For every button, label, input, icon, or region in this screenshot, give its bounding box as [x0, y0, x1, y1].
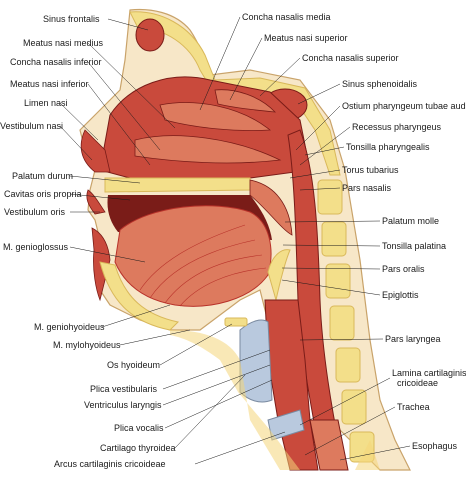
label-recessus-pharyngeus: Recessus pharyngeus [352, 122, 442, 132]
neck-soft-tissue [170, 330, 380, 470]
label-os-hyoideum: Os hyoideum [107, 360, 161, 370]
label-m-genioglossus: M. genioglossus [3, 242, 69, 252]
label-lamina-cartilaginis-line2: cricoideae [397, 378, 439, 388]
label-tonsilla-pharyngealis: Tonsilla pharyngealis [346, 142, 430, 152]
label-ventriculus-laryngis: Ventriculus laryngis [84, 400, 162, 410]
label-vestibulum-nasi: Vestibulum nasi [0, 121, 64, 131]
leader-lines [59, 16, 411, 465]
label-concha-nasalis-media: Concha nasalis media [242, 12, 331, 22]
label-meatus-nasi-superior: Meatus nasi superior [264, 33, 348, 43]
label-torus-tubarius: Torus tubarius [342, 165, 399, 175]
external-nose [80, 129, 111, 173]
mandible [99, 261, 180, 331]
label-tonsilla-palatina: Tonsilla palatina [382, 241, 447, 251]
label-epiglottis: Epiglottis [382, 290, 419, 300]
label-trachea: Trachea [397, 402, 430, 412]
label-concha-nasalis-superior: Concha nasalis superior [302, 53, 399, 63]
label-palatum-durum: Palatum durum [12, 171, 74, 181]
concha-inferior [134, 135, 282, 164]
label-m-mylohyoideus: M. mylohyoideus [53, 340, 121, 350]
esophagus-tube [309, 419, 349, 471]
label-palatum-molle: Palatum molle [382, 216, 440, 226]
label-pars-laryngea: Pars laryngea [385, 334, 441, 344]
label-lamina-cartilaginis-line1: Lamina cartilaginis [392, 368, 466, 378]
hard-palate [104, 177, 251, 193]
label-esophagus: Esophagus [412, 441, 458, 451]
label-plica-vestibularis: Plica vestibularis [90, 384, 158, 394]
label-pars-oralis: Pars oralis [382, 264, 425, 274]
tongue [114, 205, 272, 307]
label-arcus-cartilaginis-cricoideae: Arcus cartilaginis cricoideae [54, 459, 166, 469]
label-ostium-pharyngeum-tubae-auditivae: Ostium pharyngeum tubae auditivae [342, 101, 466, 111]
hyoid-bone [224, 317, 248, 327]
concha-superior [214, 89, 277, 113]
label-meatus-nasi-inferior: Meatus nasi inferior [10, 79, 89, 89]
label-sinus-sphenoidalis: Sinus sphenoidalis [342, 79, 418, 89]
label-meatus-nasi-medius: Meatus nasi medius [23, 38, 104, 48]
epiglottis-shape [267, 249, 291, 301]
frontal-sinus [135, 18, 165, 52]
label-cavitas-oris-propria: Cavitas oris propria [4, 189, 82, 199]
label-limen-nasi: Limen nasi [24, 98, 68, 108]
label-vestibulum-oris: Vestibulum oris [4, 207, 66, 217]
soft-palate [249, 179, 293, 236]
vertebral-column [317, 179, 375, 463]
concha-media [159, 102, 272, 131]
label-concha-nasalis-inferior: Concha nasalis inferior [10, 57, 102, 67]
tongue-fibres [139, 224, 267, 307]
label-m-geniohyoideus: M. geniohyoideus [34, 322, 105, 332]
label-pars-nasalis: Pars nasalis [342, 183, 392, 193]
label-cartilago-thyroidea: Cartilago thyroidea [100, 443, 176, 453]
label-sinus-frontalis: Sinus frontalis [43, 14, 100, 24]
label-plica-vocalis: Plica vocalis [114, 423, 164, 433]
